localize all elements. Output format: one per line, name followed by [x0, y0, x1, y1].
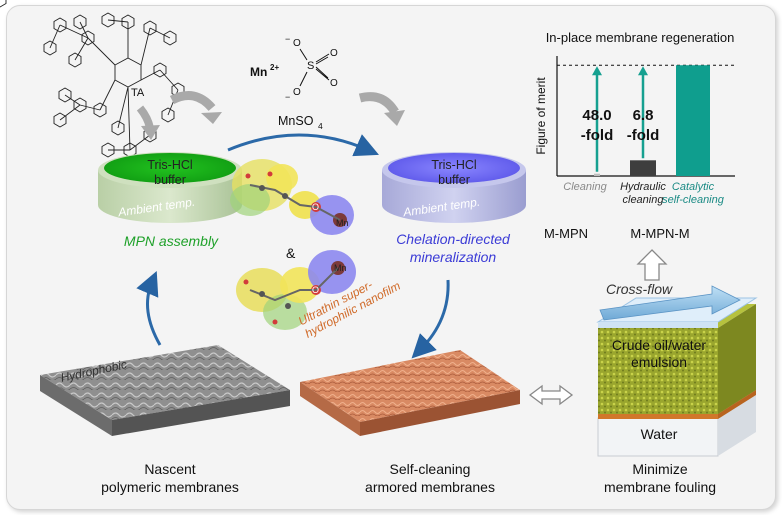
category-label-line2-1: cleaning — [623, 194, 665, 206]
mn-complex-bottom — [236, 250, 356, 330]
svg-text:Mn: Mn — [250, 65, 267, 79]
bar-1 — [630, 160, 656, 176]
double-arrow-hollow — [528, 384, 574, 406]
dish-mpn-assembly — [98, 152, 242, 223]
svg-text:2+: 2+ — [270, 63, 279, 72]
mn-complex-top — [230, 159, 354, 235]
category-label-line2-2: self-cleaning — [662, 194, 725, 206]
svg-text:−: − — [285, 92, 290, 102]
annotation-unit-0: -fold — [581, 127, 613, 144]
hollow-up-arrow — [636, 249, 668, 281]
group-label-mmpnm: M-MPN-M — [630, 226, 690, 241]
dish-chelation — [382, 152, 526, 223]
crossflow-label: Cross-flow — [606, 281, 673, 297]
svg-text:4: 4 — [318, 121, 323, 131]
annotation-value-0: 48.0 — [582, 107, 611, 124]
ampersand: & — [286, 245, 296, 261]
svg-text:O: O — [330, 78, 338, 89]
arc-arrow-top — [227, 133, 379, 157]
grey-arrowhead-left — [201, 112, 222, 124]
annotation-unit-1: -fold — [627, 127, 659, 144]
arrow-chelation-to-armored — [411, 279, 450, 359]
svg-text:O: O — [293, 87, 301, 98]
svg-text:O: O — [293, 38, 301, 49]
category-label-1: Hydraulic — [620, 181, 666, 193]
group-label-mmpn: M-MPN — [543, 226, 589, 241]
grey-arrowhead-ta — [141, 125, 160, 140]
bar-2 — [676, 65, 710, 176]
svg-text:S: S — [307, 60, 314, 72]
bar-0 — [594, 173, 600, 176]
grey-arrow-left-into-dish — [169, 91, 216, 112]
grey-arrow-mnso4-into-dish — [358, 92, 399, 115]
category-label-0: Cleaning — [563, 181, 607, 193]
annotation-value-1: 6.8 — [633, 107, 654, 124]
mn-atom-label-1: Mn — [336, 218, 349, 228]
arrow-nascent-to-mpn — [136, 270, 162, 346]
water-label: Water — [640, 426, 678, 442]
crossflow-module — [596, 285, 758, 457]
grey-arrow-ta-into-dish — [136, 105, 154, 129]
category-label-2: Catalytic — [672, 181, 715, 193]
mnso4-structure: Mn 2+ S O − O − O O MnSO 4 — [250, 34, 338, 131]
grey-arrowhead-right — [384, 110, 405, 126]
svg-text:−: − — [285, 34, 290, 44]
chart-title: In-place membrane regeneration — [545, 30, 735, 45]
mn-atom-label-2: Mn — [334, 263, 347, 273]
y-axis-label: Figure of merit — [535, 77, 548, 155]
o-atom-label-1: O — [312, 202, 319, 212]
ta-label: TA — [131, 87, 145, 99]
tannic-acid-structure — [0, 0, 185, 158]
o-atom-label-2: O — [312, 285, 319, 295]
svg-text:MnSO: MnSO — [278, 114, 314, 128]
mpn-assembly-caption: MPN assembly — [123, 233, 219, 249]
regeneration-bar-chart: Figure of merit 48.0 -fold 6.8 -foldCleaning… — [535, 56, 735, 206]
nascent-membrane — [40, 345, 290, 436]
improvement-arrowhead-0 — [592, 66, 602, 76]
improvement-arrowhead-1 — [638, 66, 648, 76]
svg-text:O: O — [330, 48, 338, 59]
armored-membrane — [300, 350, 520, 436]
